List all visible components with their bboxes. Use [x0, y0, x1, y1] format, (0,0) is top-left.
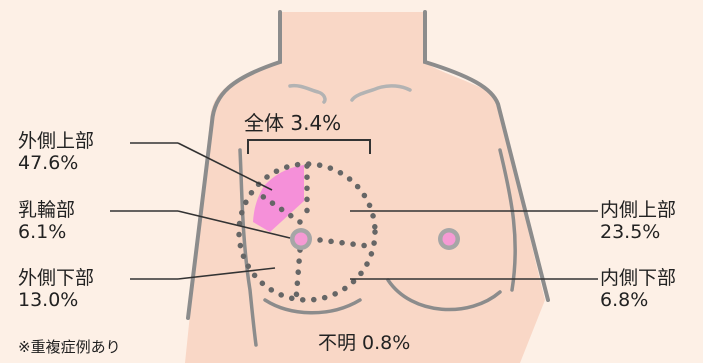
upper-inner-label: 内側上部 23.5%	[600, 199, 676, 243]
total-label: 全体 3.4%	[244, 112, 341, 134]
torso-body	[185, 12, 545, 363]
lower-outer-name: 外側下部	[18, 267, 94, 289]
nipple-right	[443, 233, 456, 246]
areola-value: 6.1%	[18, 221, 75, 243]
areola-label: 乳輪部 6.1%	[18, 199, 75, 243]
lower-outer-value: 13.0%	[18, 289, 94, 311]
nipple-left	[295, 233, 308, 246]
upper-outer-name: 外側上部	[18, 130, 94, 152]
lower-outer-label: 外側下部 13.0%	[18, 267, 94, 311]
upper-inner-name: 内側上部	[600, 199, 676, 221]
lower-inner-label: 内側下部 6.8%	[600, 267, 676, 311]
areola-name: 乳輪部	[18, 199, 75, 221]
unknown-label: 不明 0.8%	[318, 332, 410, 354]
lower-inner-name: 内側下部	[600, 267, 676, 289]
lower-inner-value: 6.8%	[600, 289, 676, 311]
duplicate-cases-note: ※重複症例あり	[18, 338, 121, 356]
upper-outer-label: 外側上部 47.6%	[18, 130, 94, 174]
upper-outer-value: 47.6%	[18, 152, 94, 174]
upper-inner-value: 23.5%	[600, 221, 676, 243]
